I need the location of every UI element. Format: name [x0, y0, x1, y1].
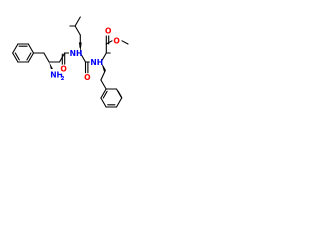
svg-text:2: 2: [61, 76, 65, 82]
stereo-wedge-leucine: [78, 42, 82, 53]
atom-label-carbonyl-o-2: O: [83, 73, 91, 83]
stereo-wedge-phenylalanine: [101, 62, 106, 72]
isobutyl-group: [69, 16, 81, 43]
phenyl-ring-right: [100, 70, 123, 108]
svg-text:O: O: [113, 37, 120, 46]
atom-label-amide-2: NH: [89, 57, 103, 67]
svg-text:NH: NH: [90, 58, 103, 67]
svg-text:O: O: [60, 65, 67, 74]
svg-text:O: O: [84, 73, 91, 82]
ester-group: [105, 40, 129, 45]
phenyl-ring-left: [12, 43, 35, 63]
atom-label-amine: NH 2: [49, 69, 65, 82]
atom-label-carbonyl-o-1: O: [59, 64, 67, 74]
stereo-wedge-amine: [49, 62, 54, 71]
atom-label-ester-o: O: [104, 26, 112, 36]
atom-label-ester-o-single: O: [112, 36, 121, 46]
structure-diagram: NH 2 NH NH O O O O: [12, 16, 129, 108]
svg-text:NH: NH: [70, 49, 83, 58]
carbonyl-bonds: [61, 34, 110, 74]
atom-label-amide-1: NH: [69, 48, 82, 58]
svg-text:NH: NH: [50, 71, 63, 80]
svg-text:O: O: [105, 27, 112, 36]
